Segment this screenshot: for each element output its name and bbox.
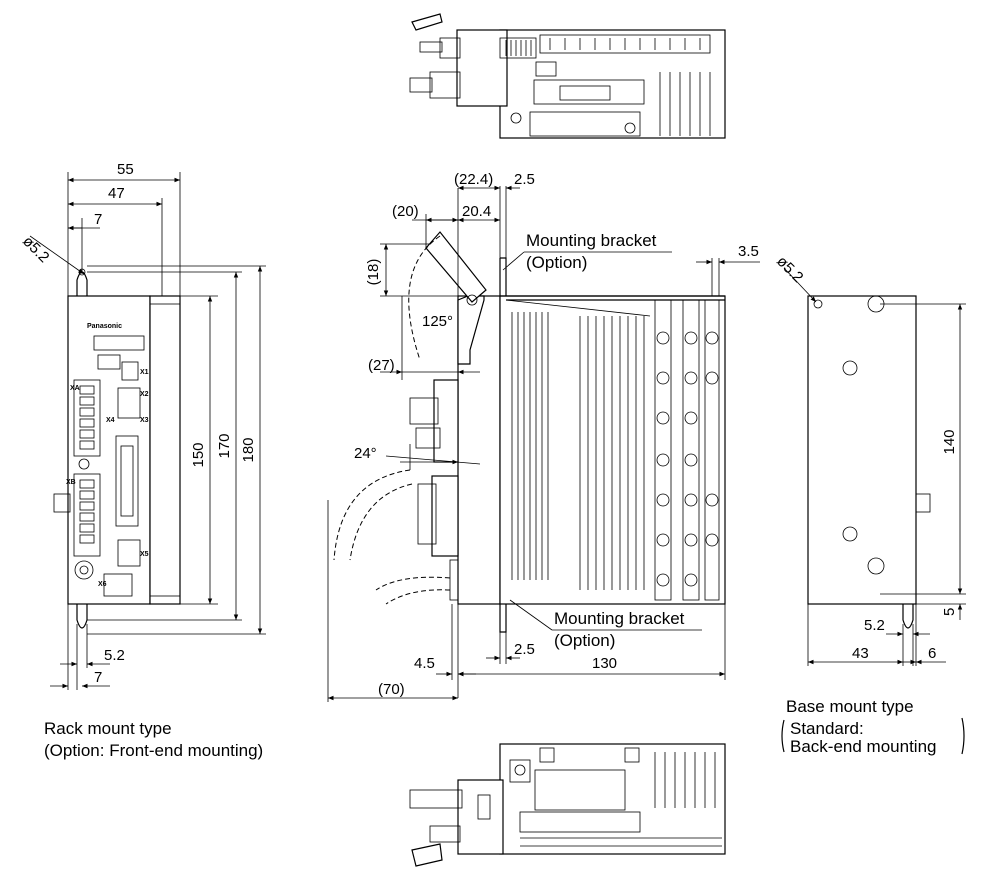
dims-d35-text: 3.5 bbox=[738, 243, 759, 260]
labels-bracket_top_2-text: (Option) bbox=[526, 253, 587, 272]
dims-d140-text: 140 bbox=[941, 429, 958, 454]
dims-d24-text: 24° bbox=[354, 445, 377, 462]
dims-d5-text: 5 bbox=[941, 608, 958, 616]
dims-d224-text: (22.4) bbox=[454, 171, 493, 188]
dims-d25_top-text: 2.5 bbox=[514, 171, 535, 188]
labels-bracket_bottom_2-text: (Option) bbox=[554, 631, 615, 650]
bottom-fins bbox=[654, 752, 716, 808]
bottom-view bbox=[409, 743, 726, 867]
labels-conn-6-text: X5 bbox=[140, 551, 149, 558]
dims-phi52_right-text: ø5.2 bbox=[773, 253, 806, 286]
labels-conn-1-text: X1 bbox=[140, 369, 149, 376]
side-view: (22.4) 2.5 (20) 20.4 (18) 125° (27) 24° … bbox=[327, 171, 760, 702]
dims-d25_bottom-text: 2.5 bbox=[514, 641, 535, 658]
captions-rack_2-text: (Option: Front-end mounting) bbox=[44, 741, 263, 760]
captions: Rack mount type (Option: Front-end mount… bbox=[44, 697, 965, 760]
xb-pins bbox=[79, 479, 95, 544]
side-rails bbox=[654, 299, 720, 601]
dims-d204-text: 20.4 bbox=[462, 203, 491, 220]
captions-base_2-text: Standard: bbox=[790, 719, 864, 738]
side-fins bbox=[511, 312, 645, 590]
dims-d52_right-text: 5.2 bbox=[864, 617, 885, 634]
labels-brand-text: Panasonic bbox=[87, 323, 122, 330]
xa-pins bbox=[79, 385, 95, 450]
labels-bracket_bottom_1-text: Mounting bracket bbox=[554, 609, 685, 628]
back-view: ø5.2 140 5 5.2 43 6 bbox=[773, 253, 966, 666]
captions-rack_1-text: Rack mount type bbox=[44, 719, 172, 738]
dims-d20-text: (20) bbox=[392, 203, 419, 220]
labels-conn-7-text: X6 bbox=[98, 581, 107, 588]
dims-d43-text: 43 bbox=[852, 645, 869, 662]
captions-base_1-text: Base mount type bbox=[786, 697, 914, 716]
top-slots bbox=[549, 38, 701, 50]
dims-d7_top-text: 7 bbox=[94, 211, 102, 228]
labels-conn-2-text: X2 bbox=[140, 391, 149, 398]
dims-d47-text: 47 bbox=[108, 185, 125, 202]
dims-d18-text: (18) bbox=[365, 259, 382, 286]
top-view bbox=[409, 13, 726, 139]
dims-d45-text: 4.5 bbox=[414, 655, 435, 672]
labels-conn-4-text: XB bbox=[66, 479, 76, 486]
side-holes bbox=[656, 331, 719, 587]
front-view: Panasonic XA X1 X2 X3 XB X4 X5 X6 bbox=[19, 161, 266, 690]
labels-conn-5-text: X4 bbox=[106, 417, 115, 424]
dims-phi52_left-text: ø5.2 bbox=[19, 233, 52, 266]
dims-d170-text: 170 bbox=[216, 433, 233, 458]
dims-d27-text: (27) bbox=[368, 357, 395, 374]
dims-d6-text: 6 bbox=[928, 645, 936, 662]
top-right-fins bbox=[659, 72, 711, 136]
dims-d55-text: 55 bbox=[117, 161, 134, 178]
labels-conn-3-text: X3 bbox=[140, 417, 149, 424]
captions-base_3-text: Back-end mounting bbox=[790, 737, 936, 756]
top-fins bbox=[505, 40, 532, 56]
dims-d130-text: 130 bbox=[592, 655, 617, 672]
dims-d52_bottom-text: 5.2 bbox=[104, 647, 125, 664]
labels-conn-0-text: XA bbox=[70, 385, 80, 392]
dims-d7_bottom-text: 7 bbox=[94, 669, 102, 686]
dims-d180-text: 180 bbox=[240, 437, 257, 462]
dims-d150-text: 150 bbox=[190, 442, 207, 467]
labels-bracket_top_1-text: Mounting bracket bbox=[526, 231, 657, 250]
dims-d70-text: (70) bbox=[378, 681, 405, 698]
dims-d125-text: 125° bbox=[422, 313, 453, 330]
